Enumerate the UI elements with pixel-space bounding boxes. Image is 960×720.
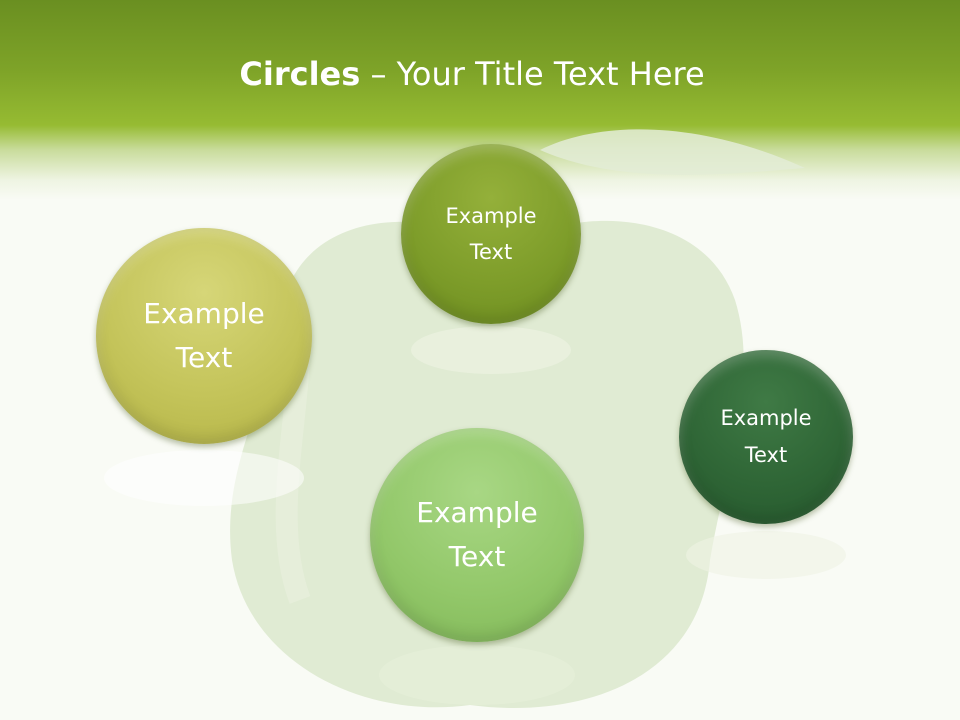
circle-text-line2: Text xyxy=(744,443,788,467)
reflection-right xyxy=(686,531,846,579)
circle-olive[interactable]: Example Text xyxy=(401,144,581,324)
reflection-top xyxy=(411,326,571,374)
slide-title: Circles – Your Title Text Here xyxy=(0,52,944,96)
circle-text-line2: Text xyxy=(175,341,233,374)
circle-text-line1: Example xyxy=(143,297,265,330)
slide-title-bold: Circles xyxy=(239,55,361,93)
circle-text-line2: Text xyxy=(469,240,513,264)
circle-light-green[interactable]: Example Text xyxy=(370,428,584,642)
reflection-left xyxy=(104,450,304,506)
circle-dark-green[interactable]: Example Text xyxy=(679,350,853,524)
circle-text-line1: Example xyxy=(416,496,538,529)
circle-yellow[interactable]: Example Text xyxy=(96,228,312,444)
circle-text-line2: Text xyxy=(448,540,506,573)
slide-title-rest: – Your Title Text Here xyxy=(360,55,705,93)
apple-leaf xyxy=(540,129,805,175)
circle-text-line1: Example xyxy=(720,406,812,430)
reflection-bottom xyxy=(379,645,575,705)
circle-text-line1: Example xyxy=(445,204,537,228)
